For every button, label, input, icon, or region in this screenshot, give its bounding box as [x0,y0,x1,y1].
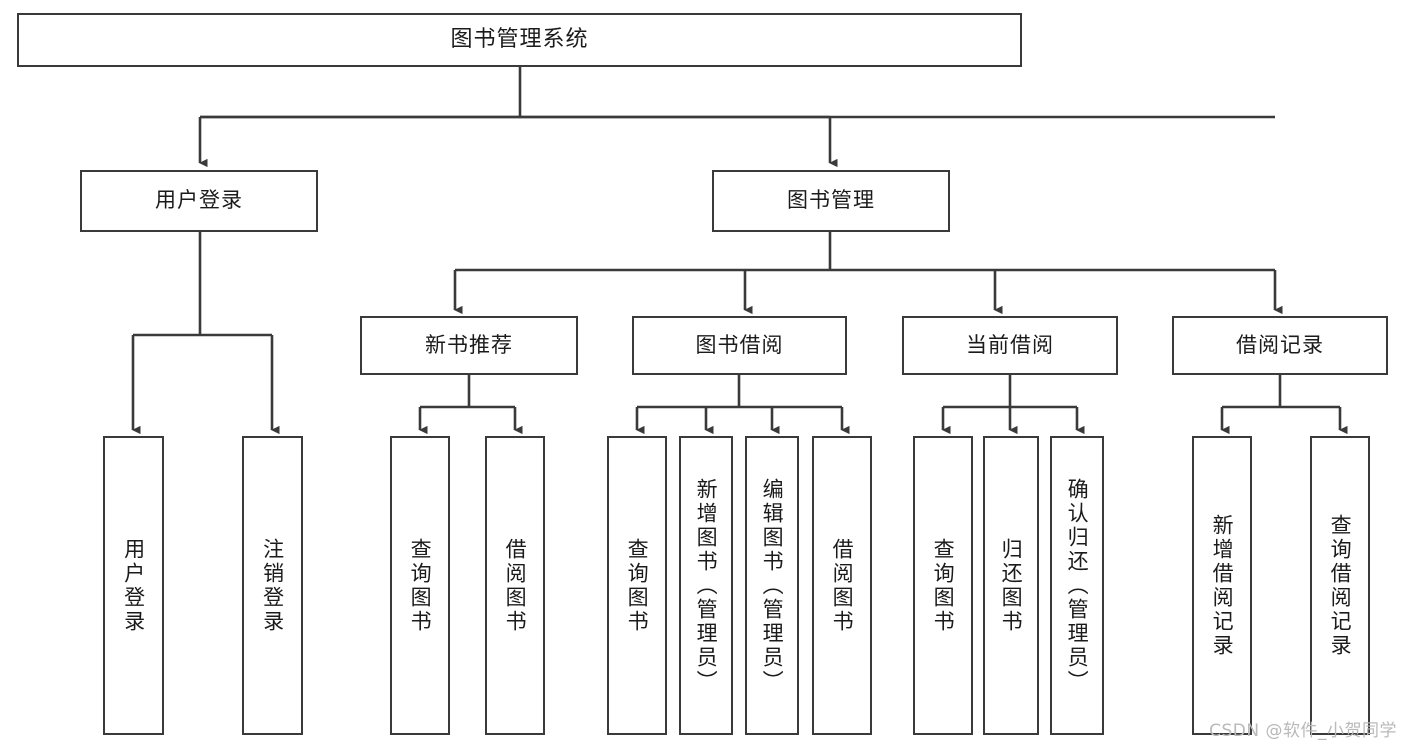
leaf-borrow-query-book-label: 查询图书 [625,537,650,634]
node-book-management[interactable]: 图书管理 [712,170,950,232]
leaf-recommend-borrow-book-label: 借阅图书 [503,537,528,634]
leaf-user-login-logout[interactable]: 注销登录 [242,436,303,735]
leaf-borrow-add-book-admin-label: 新增图书（管理员） [694,477,719,694]
node-root-label: 图书管理系统 [450,26,589,52]
leaf-current-confirm-return-admin-label: 确认归还（管理员） [1065,477,1090,694]
leaf-record-query-record[interactable]: 查询借阅记录 [1310,436,1370,735]
node-user-login-label: 用户登录 [155,188,243,213]
node-current-borrow[interactable]: 当前借阅 [902,316,1118,375]
leaf-current-query-book-label: 查询图书 [931,537,956,634]
node-new-book-recommend[interactable]: 新书推荐 [360,316,578,375]
leaf-current-return-book[interactable]: 归还图书 [983,436,1039,735]
leaf-borrow-borrow-book[interactable]: 借阅图书 [812,436,872,735]
leaf-user-login-login-label: 用户登录 [121,537,146,634]
leaf-recommend-query-book[interactable]: 查询图书 [390,436,450,735]
node-current-borrow-label: 当前借阅 [966,332,1054,357]
leaf-user-login-logout-label: 注销登录 [260,537,285,634]
leaf-record-add-record-label: 新增借阅记录 [1210,513,1235,658]
node-book-borrow-label: 图书借阅 [695,332,784,357]
leaf-borrow-add-book-admin[interactable]: 新增图书（管理员） [679,436,733,735]
node-borrow-record-label: 借阅记录 [1236,332,1324,357]
node-book-management-label: 图书管理 [787,188,875,213]
leaf-borrow-query-book[interactable]: 查询图书 [607,436,667,735]
leaf-current-query-book[interactable]: 查询图书 [913,436,973,735]
leaf-record-query-record-label: 查询借阅记录 [1328,513,1353,658]
leaf-current-return-book-label: 归还图书 [999,537,1024,634]
leaf-borrow-edit-book-admin-label: 编辑图书（管理员） [760,477,785,694]
leaf-borrow-edit-book-admin[interactable]: 编辑图书（管理员） [745,436,799,735]
leaf-recommend-borrow-book[interactable]: 借阅图书 [485,436,545,735]
node-new-book-recommend-label: 新书推荐 [425,332,513,357]
leaf-current-confirm-return-admin[interactable]: 确认归还（管理员） [1050,436,1104,735]
leaf-user-login-login[interactable]: 用户登录 [103,436,164,735]
leaf-record-add-record[interactable]: 新增借阅记录 [1192,436,1252,735]
node-book-borrow[interactable]: 图书借阅 [632,316,847,375]
leaf-borrow-borrow-book-label: 借阅图书 [830,537,855,634]
leaf-recommend-query-book-label: 查询图书 [408,537,433,634]
node-user-login[interactable]: 用户登录 [80,170,318,232]
node-borrow-record[interactable]: 借阅记录 [1172,316,1388,375]
watermark: CSDN @软件_小贺同学 [1209,721,1397,741]
node-root[interactable]: 图书管理系统 [17,13,1022,67]
